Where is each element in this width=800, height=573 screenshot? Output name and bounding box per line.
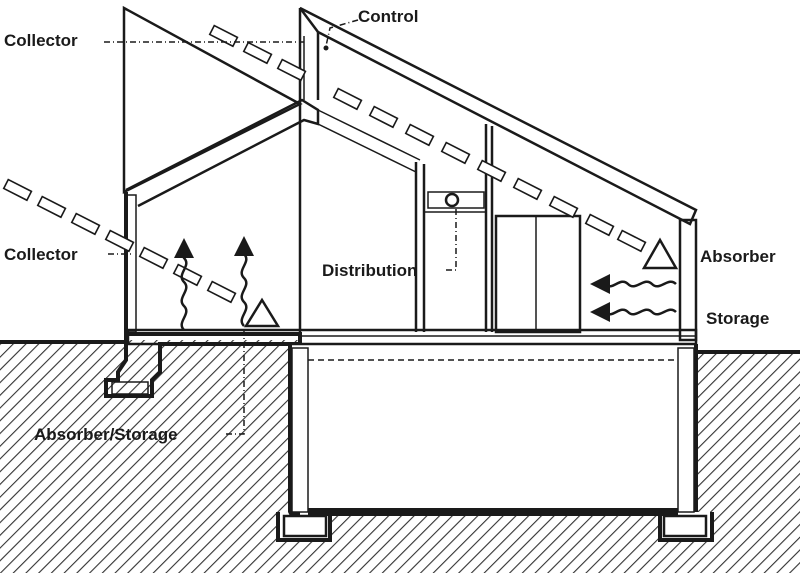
basement (276, 344, 714, 542)
label-absorber-storage: Absorber/Storage (34, 425, 178, 444)
label-control: Control (358, 7, 418, 26)
label-collector-left: Collector (4, 245, 78, 264)
main-roof (298, 6, 698, 226)
heat-rise-arrow-icon (234, 236, 254, 327)
interior (317, 109, 582, 334)
absorber-triangle-icon (641, 237, 679, 270)
heat-flow-arrow-icon (590, 274, 677, 294)
heat-flow-arrow-icon (590, 302, 677, 322)
right-wall (678, 218, 698, 342)
ground (0, 340, 800, 573)
leader-lines (104, 19, 457, 435)
sun-ray-lower (2, 178, 237, 304)
collector-glazing-top (122, 5, 303, 195)
label-absorber: Absorber (700, 247, 776, 266)
label-collector-top: Collector (4, 31, 78, 50)
label-storage: Storage (706, 309, 769, 328)
sunspace (124, 98, 320, 333)
heat-rise-arrow-icon (174, 238, 194, 331)
label-distribution: Distribution (322, 261, 417, 280)
absorber-storage-triangle-icon (243, 297, 281, 328)
